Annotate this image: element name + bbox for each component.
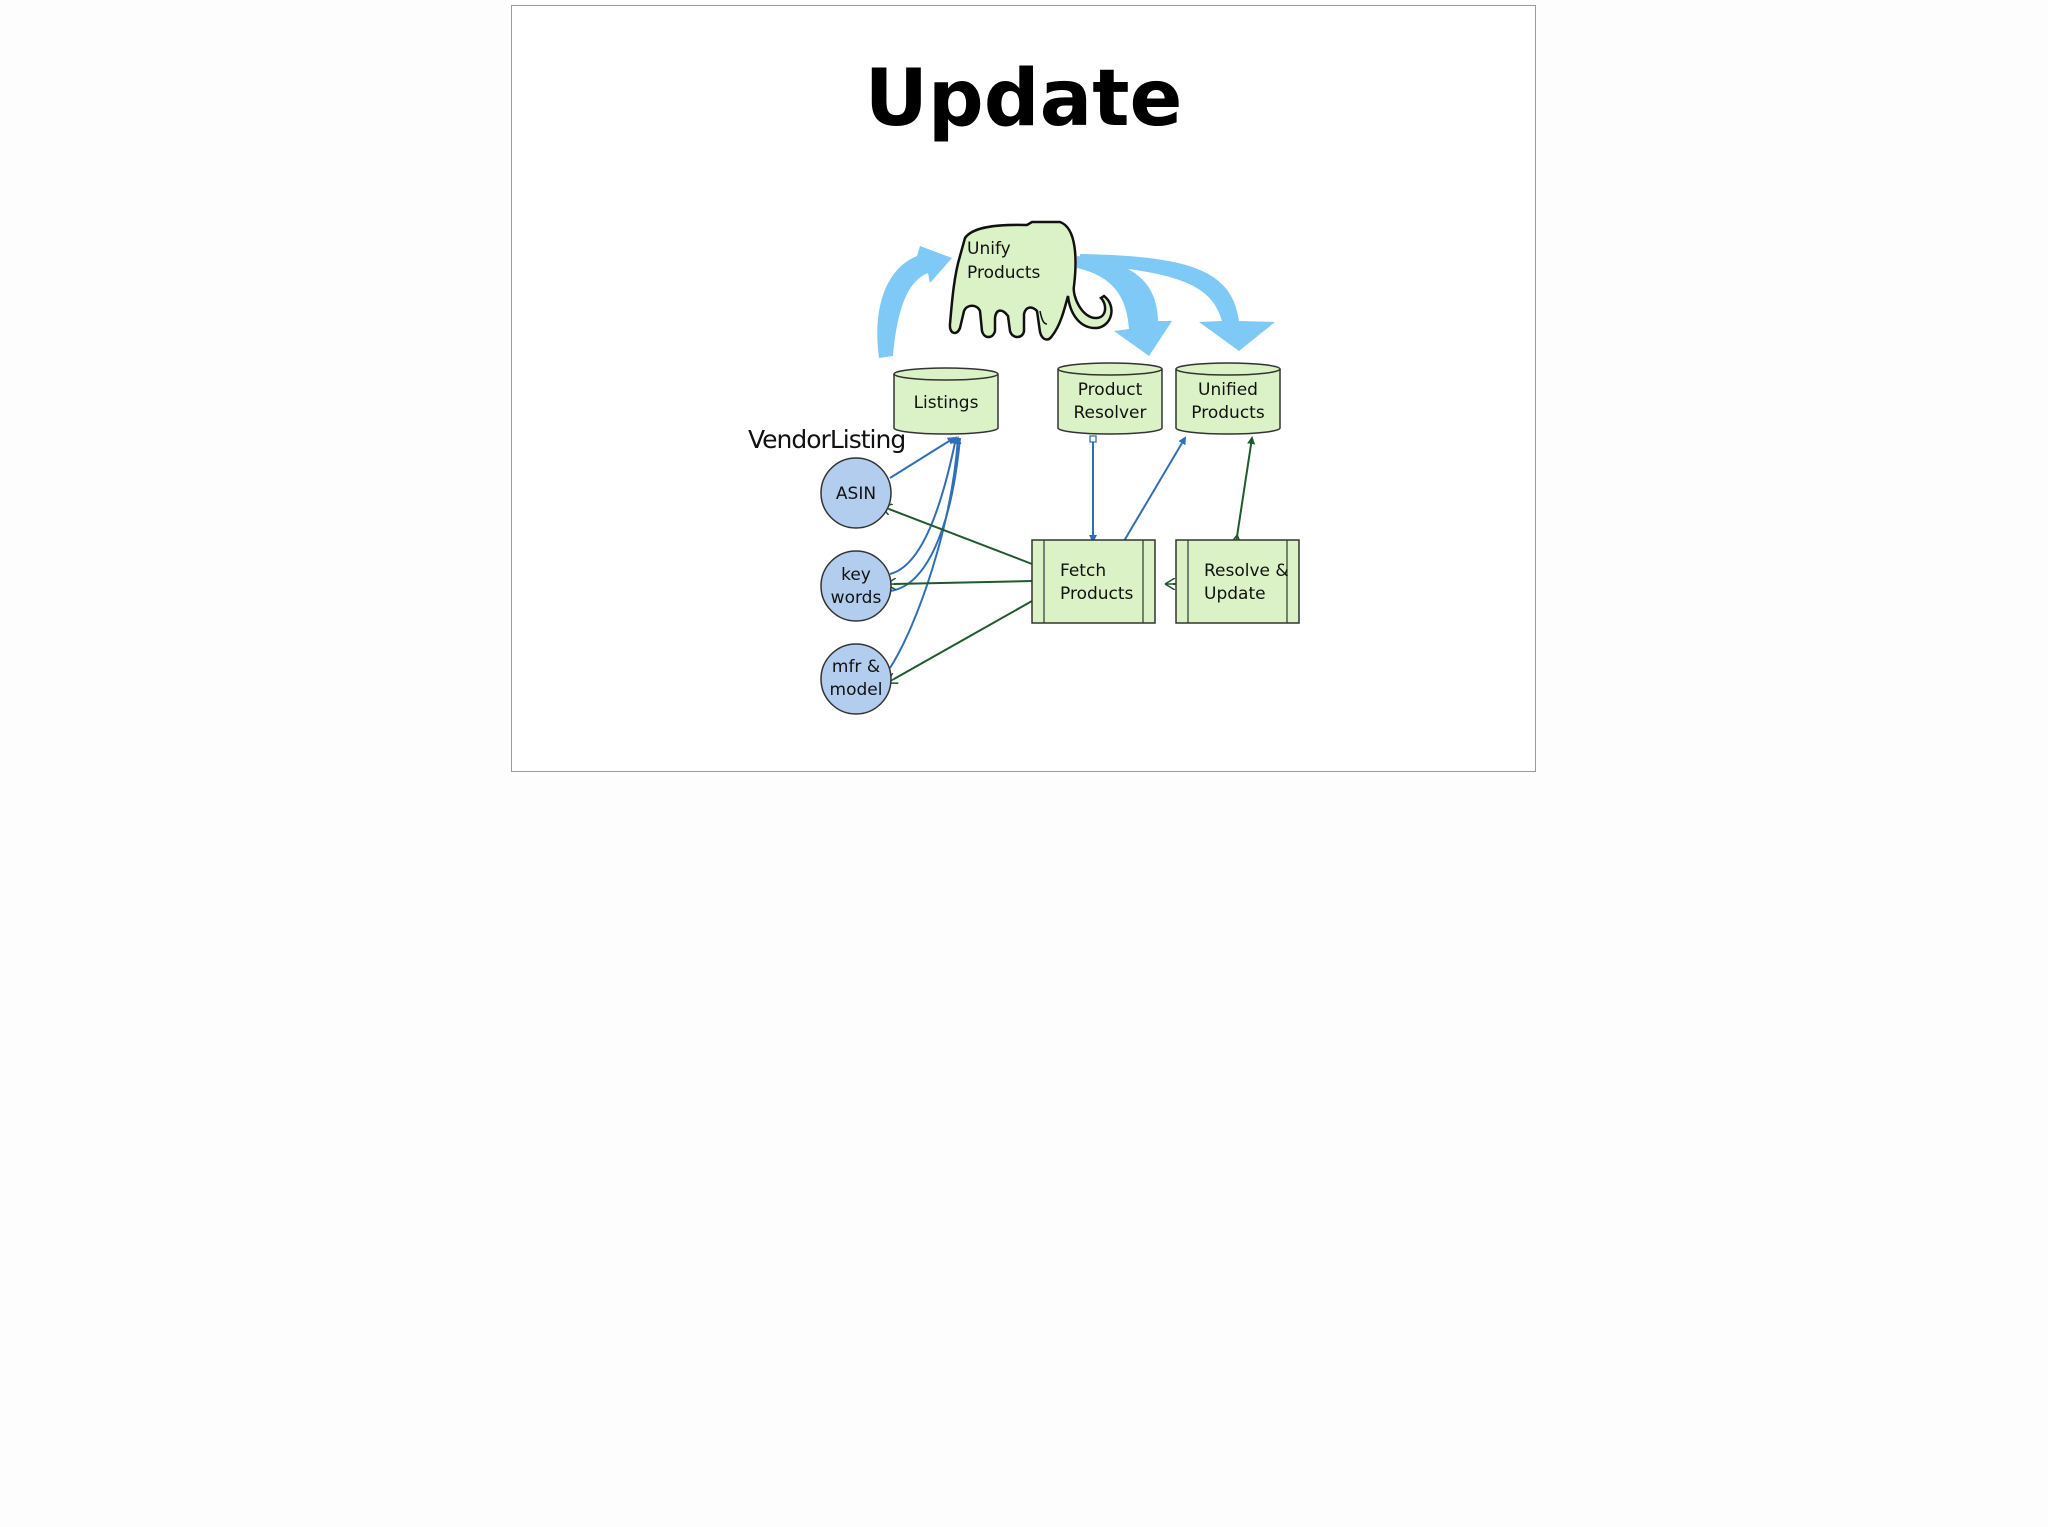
key-asin: ASIN <box>820 457 892 529</box>
elephant-icon: Unify Products <box>948 220 1113 341</box>
edge-fetch-to-keywords <box>894 581 1033 584</box>
resolve-label-line1: Resolve & <box>1204 561 1289 581</box>
edge-asin-to-listings <box>889 436 956 479</box>
key-keywords-label-line1: key <box>841 565 871 585</box>
unified-products-label-line2: Products <box>1191 403 1265 423</box>
edge-fetch-to-asin <box>889 509 1033 565</box>
key-mfr-label-line2: model <box>830 680 883 700</box>
fetch-products-process: Fetch Products <box>1031 539 1156 624</box>
listings-label: Listings <box>914 393 979 413</box>
edge-keywords-to-listings-2 <box>889 437 961 592</box>
flow-arrow-listings-to-job <box>877 246 952 358</box>
fetch-label-line1: Fetch <box>1060 561 1106 581</box>
slide-title: Update <box>864 54 1183 144</box>
slide: Update <box>511 5 1536 772</box>
edge-keywords-to-listings <box>889 436 959 575</box>
product-resolver-label-line2: Resolver <box>1074 403 1147 423</box>
fetch-label-line2: Products <box>1060 584 1134 604</box>
key-mfr-label-line1: mfr & <box>832 657 880 677</box>
flow-arrow-job-to-unified <box>1080 254 1275 351</box>
edge-resolve-to-unified <box>1236 438 1252 543</box>
product-resolver-label-line1: Product <box>1078 380 1143 400</box>
key-keywords: key words <box>820 550 892 622</box>
flow-arrow-job-to-resolver <box>1077 256 1172 356</box>
resolve-update-process: Resolve & Update <box>1175 539 1300 624</box>
key-asin-label: ASIN <box>836 484 876 504</box>
job-label-line2: Products <box>967 263 1041 283</box>
vendor-listing-label: VendorListing <box>748 425 905 454</box>
listings-store: Listings <box>893 367 999 435</box>
key-keywords-label-line2: words <box>831 588 882 608</box>
resolve-label-line2: Update <box>1204 584 1266 604</box>
edge-fetch-to-mfr <box>894 600 1033 679</box>
job-label-line1: Unify <box>967 239 1011 259</box>
pipeline-diagram: Unify Products Listings Product Resolver… <box>748 220 1300 715</box>
key-mfr-model: mfr & model <box>820 643 892 715</box>
unified-products-store: Unified Products <box>1175 362 1281 435</box>
edge-fetch-unified-bidirectional <box>1117 436 1187 549</box>
edge-mfr-to-listings <box>889 436 962 669</box>
unified-products-label-line1: Unified <box>1198 380 1258 400</box>
product-resolver-store: Product Resolver <box>1057 362 1163 435</box>
